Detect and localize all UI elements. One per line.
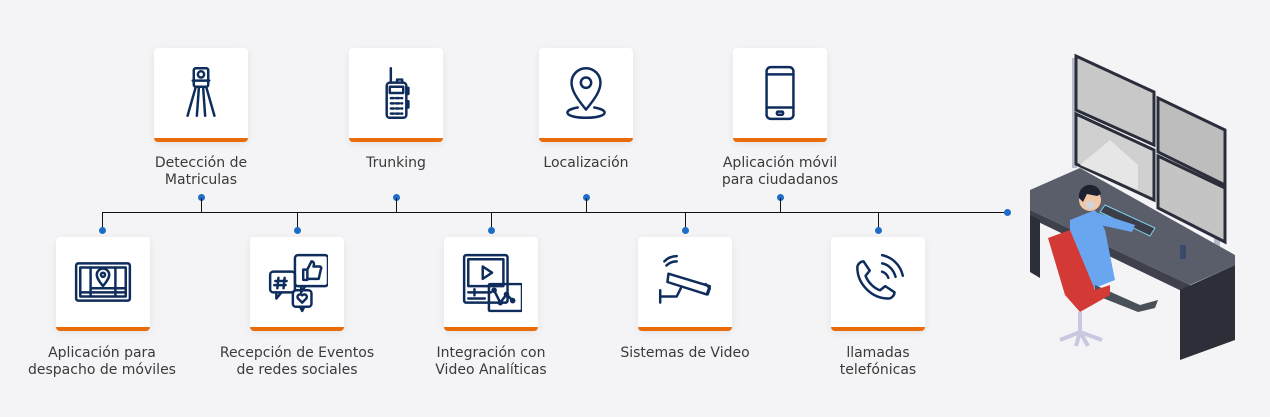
card bbox=[154, 48, 248, 142]
social-bubbles-icon bbox=[268, 253, 328, 313]
connector-stem bbox=[491, 212, 492, 229]
card bbox=[638, 237, 732, 331]
connector-stem bbox=[396, 198, 397, 212]
label-line2: Matriculas bbox=[164, 172, 238, 188]
video-analytics-icon bbox=[462, 253, 522, 313]
label-line2: para ciudadanos bbox=[721, 172, 839, 188]
phone-call-icon bbox=[856, 253, 905, 300]
label-line2: despacho de móviles bbox=[28, 362, 176, 378]
card bbox=[831, 237, 925, 331]
label-line2: telefónicas bbox=[839, 362, 917, 378]
cctv-camera-icon bbox=[658, 254, 712, 304]
connector-dot bbox=[583, 194, 590, 201]
connector-stem bbox=[878, 212, 879, 229]
card bbox=[349, 48, 443, 142]
label-line1: Sistemas de Video bbox=[620, 345, 750, 361]
connector-stem bbox=[586, 198, 587, 212]
timeline-line bbox=[102, 212, 1007, 213]
connector-dot bbox=[682, 227, 689, 234]
location-pin-icon bbox=[566, 67, 606, 120]
label-line2: de redes sociales bbox=[236, 362, 358, 378]
connector-stem bbox=[102, 212, 103, 229]
connector-dot bbox=[294, 227, 301, 234]
label-line2: Video Analíticas bbox=[435, 362, 547, 378]
card bbox=[56, 237, 150, 331]
label-line1: Localización bbox=[543, 155, 629, 171]
connector-stem bbox=[780, 198, 781, 212]
label-line1: Detección de bbox=[154, 155, 248, 171]
label-line1: Aplicación móvil bbox=[722, 155, 838, 171]
map-tablet-icon bbox=[74, 262, 132, 302]
timeline-end-dot bbox=[1004, 209, 1011, 216]
radio-icon bbox=[385, 66, 410, 120]
label-line1: Recepción de Eventos bbox=[219, 345, 375, 361]
card bbox=[444, 237, 538, 331]
label-line1: Integración con bbox=[436, 345, 546, 361]
connector-dot bbox=[777, 194, 784, 201]
label-line1: llamadas bbox=[846, 345, 910, 361]
connector-dot bbox=[875, 227, 882, 234]
label-line1: Aplicación para bbox=[48, 345, 156, 361]
connector-stem bbox=[297, 212, 298, 229]
card bbox=[733, 48, 827, 142]
card bbox=[250, 237, 344, 331]
connector-stem bbox=[685, 212, 686, 229]
connector-dot bbox=[99, 227, 106, 234]
connector-dot bbox=[393, 194, 400, 201]
control-room-operator-illustration bbox=[1030, 53, 1235, 360]
tripod-camera-icon bbox=[186, 66, 216, 117]
label-line1: Trunking bbox=[366, 155, 426, 171]
smartphone-icon bbox=[765, 65, 795, 121]
connector-stem bbox=[201, 198, 202, 212]
connector-dot bbox=[488, 227, 495, 234]
connector-dot bbox=[198, 194, 205, 201]
card bbox=[539, 48, 633, 142]
